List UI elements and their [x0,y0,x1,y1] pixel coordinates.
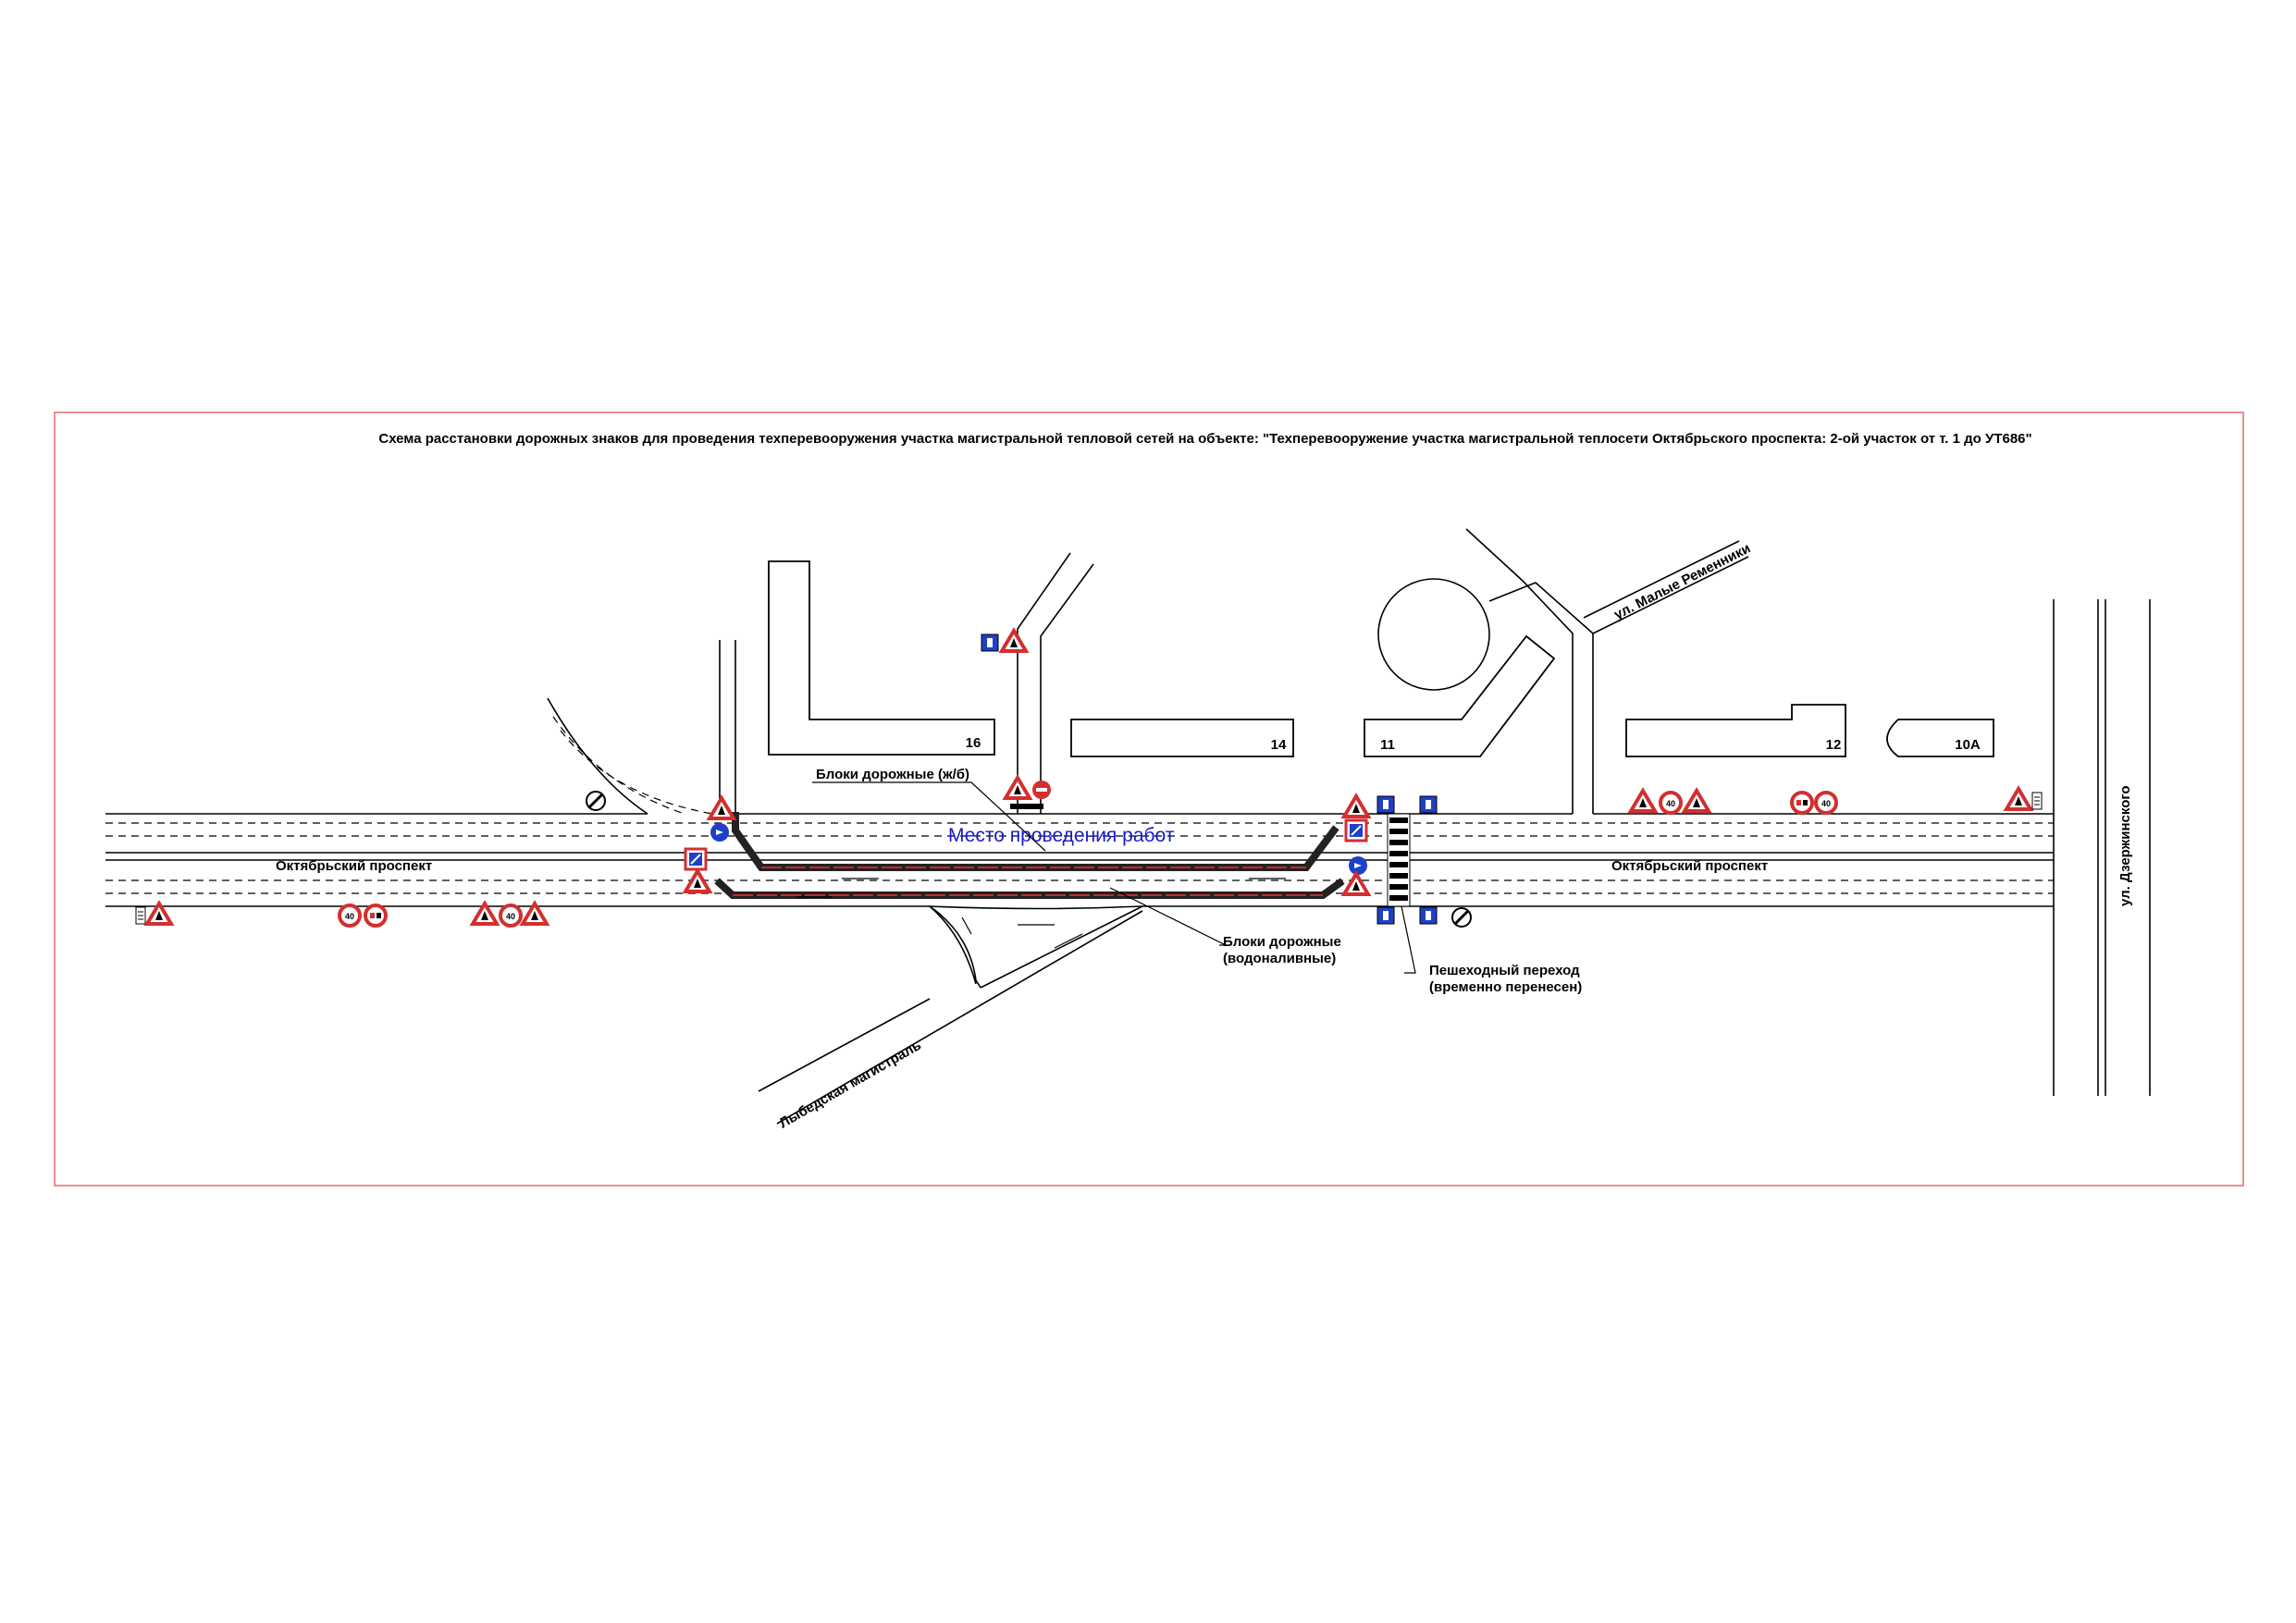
mandatory-blue-sign-icon [710,823,729,842]
distance-plate-icon [135,906,146,925]
lybed-highway [758,905,1143,1125]
work-zone-barriers [714,812,1345,926]
pedestrian-crossing-icon [1387,813,1411,907]
end-restriction-icon [1450,906,1473,928]
warning-triangle-icon [1000,629,1028,653]
svg-text:10А: 10А [1955,737,1981,753]
warning-triangle-icon [1683,789,1710,813]
street-label-maly-remenniki: ул. Малые Ременники [1611,540,1753,622]
svg-text:14: 14 [1271,737,1287,753]
street-label-dzerzhinsky: ул. Дзержинского [2117,785,2133,906]
note-crossing: Пешеходный переход [1429,963,1580,978]
road-works-icon [1342,794,1370,818]
pedestrian-crossing-sign-icon [1419,795,1438,814]
pedestrian-crossing-sign-icon [1376,906,1395,925]
detour-sign-icon [684,847,708,871]
note-leaders [812,781,1416,974]
building-12: 12 [1625,704,1846,757]
no-overtaking-icon [364,904,388,928]
building-10a: 10А [1886,719,1994,757]
road-works-icon [1004,776,1031,800]
note-crossing-sub: (временно перенесен) [1429,979,1582,995]
side-road-north-1 [719,640,736,814]
work-zone-label: Место проведения работ [948,825,1175,846]
speed-limit-icon [338,904,362,928]
scheme-title: Схема расстановки дорожных знаков для пр… [378,431,2031,447]
svg-text:11: 11 [1380,737,1395,753]
road-works-icon [2005,787,2032,811]
no-overtaking-icon [1790,791,1814,815]
no-entry-icon [1032,781,1051,799]
note-water-blocks: Блоки дорожные [1223,934,1341,950]
drawing-frame [54,412,2244,1187]
street-label-lybed: Лыбедская магистраль [777,1038,924,1132]
speed-limit-icon [499,904,523,928]
pedestrian-crossing-sign-icon [1419,906,1438,925]
mandatory-blue-sign-icon [981,633,999,652]
pedestrian-crossing-sign-icon [1376,795,1395,814]
road-works-icon [708,796,735,820]
side-road-north-2 [1017,552,1094,814]
note-water-blocks-sub: (водоналивные) [1223,951,1336,966]
svg-text:12: 12 [1826,737,1842,753]
note-rc-blocks: Блоки дорожные (ж/б) [816,767,969,782]
road-works-icon [684,869,711,893]
detour-sign-icon [1344,818,1368,842]
side-road-curve-left [547,697,713,815]
building-16: 16 [768,560,995,756]
end-restriction-icon [585,790,607,812]
svg-text:16: 16 [966,735,981,751]
road-works-icon [1342,872,1370,896]
speed-limit-icon [1659,791,1683,815]
building-11: 11 [1364,634,1556,757]
building-14: 14 [1070,719,1294,757]
mandatory-blue-sign-icon [1349,856,1367,875]
roundabout [1377,528,1749,814]
dzerzhinsky-street [2053,599,2151,1096]
road-signs [135,629,2043,928]
warning-triangle-icon [1629,789,1657,813]
speed-limit-icon [1814,791,1838,815]
distance-plate-icon [2031,792,2043,810]
street-label-oktyabrsky-left: Октябрьский проспект [276,858,432,874]
street-label-oktyabrsky-right: Октябрьский проспект [1611,858,1768,874]
